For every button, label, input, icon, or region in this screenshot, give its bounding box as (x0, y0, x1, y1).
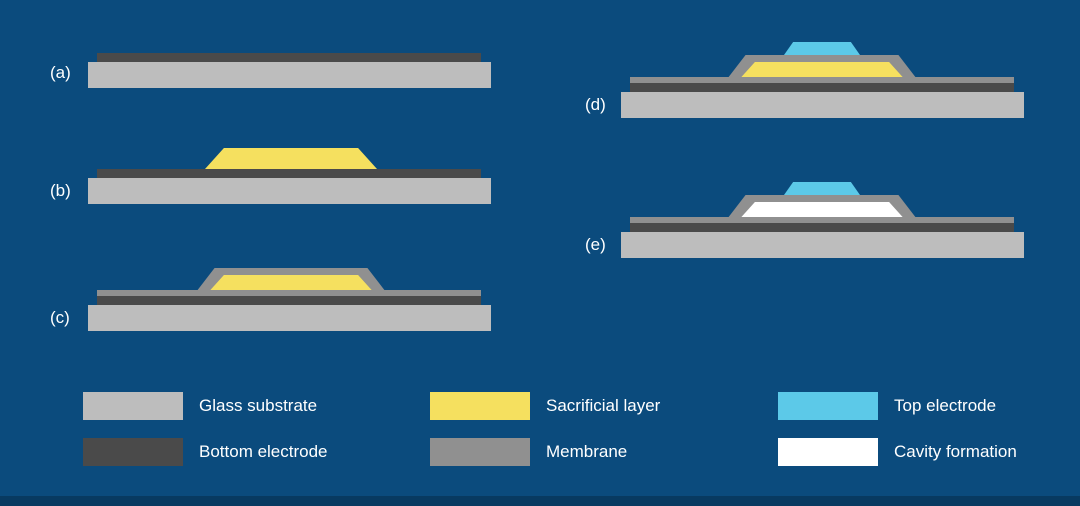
step-d-top-electrode (784, 42, 860, 55)
glass-substrate-swatch (83, 392, 183, 420)
step-e-bottom-electrode (630, 223, 1014, 232)
step-d-bottom-electrode (630, 83, 1014, 92)
membrane-swatch (430, 438, 530, 466)
step-a-bottom-electrode (97, 53, 481, 62)
legend-label-cavity-formation: Cavity formation (894, 442, 1017, 461)
legend-label-top-electrode: Top electrode (894, 396, 997, 415)
step-d-membrane-layer (630, 77, 1014, 83)
step-d-glass-substrate (621, 92, 1024, 118)
sacrificial-layer-swatch (430, 392, 530, 420)
step-label-e: (e) (585, 235, 606, 254)
footer-bar (0, 496, 1080, 506)
step-b-sacrificial-layer (205, 148, 377, 169)
cavity-formation-swatch (778, 438, 878, 466)
legend-item-sacrificial-layer: Sacrificial layer (430, 392, 660, 420)
step-a-glass-substrate (88, 62, 491, 88)
legend-label-bottom-electrode: Bottom electrode (199, 442, 328, 461)
step-label-b: (b) (50, 181, 71, 200)
step-e-top-electrode (784, 182, 860, 195)
legend-label-glass-substrate: Glass substrate (199, 396, 318, 415)
bottom-electrode-swatch (83, 438, 183, 466)
step-c-bottom-electrode (97, 296, 481, 305)
legend-item-bottom-electrode: Bottom electrode (83, 438, 328, 466)
step-e-glass-substrate (621, 232, 1024, 258)
legend-item-cavity-formation: Cavity formation (778, 438, 1017, 466)
step-c-membrane-layer (97, 290, 481, 296)
step-label-d: (d) (585, 95, 606, 114)
top-electrode-swatch (778, 392, 878, 420)
legend-label-sacrificial-layer: Sacrificial layer (546, 396, 661, 415)
step-b-bottom-electrode (97, 169, 481, 178)
legend-label-membrane: Membrane (546, 442, 628, 461)
legend-item-top-electrode: Top electrode (778, 392, 996, 420)
step-b-glass-substrate (88, 178, 491, 204)
step-label-c: (c) (50, 308, 70, 327)
step-label-a: (a) (50, 63, 71, 82)
legend-item-glass-substrate: Glass substrate (83, 392, 317, 420)
step-c-glass-substrate (88, 305, 491, 331)
step-e-membrane-layer (630, 217, 1014, 223)
legend-item-membrane: Membrane (430, 438, 627, 466)
